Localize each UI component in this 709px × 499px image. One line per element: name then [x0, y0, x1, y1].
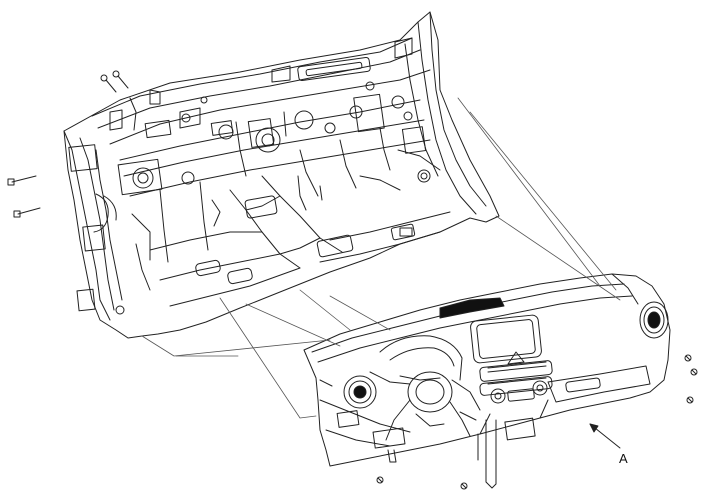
- callout-label: A: [619, 451, 628, 466]
- callout-arrow: [589, 423, 621, 449]
- assembly-leader-lines: [141, 97, 621, 419]
- screw-icon: [376, 476, 384, 484]
- bolt-icon: [112, 70, 129, 89]
- screw-icon: [686, 396, 694, 404]
- screw-icon: [460, 482, 468, 490]
- panel-fasteners: [376, 354, 698, 490]
- screw-icon: [684, 354, 692, 362]
- instrument-panel-assembly: [303, 273, 671, 489]
- shell-fasteners: [7, 70, 129, 218]
- bolt-icon: [7, 175, 37, 186]
- screw-icon: [690, 368, 698, 376]
- bolt-icon: [100, 74, 117, 93]
- body-shell: [63, 11, 500, 339]
- bolt-icon: [13, 207, 41, 218]
